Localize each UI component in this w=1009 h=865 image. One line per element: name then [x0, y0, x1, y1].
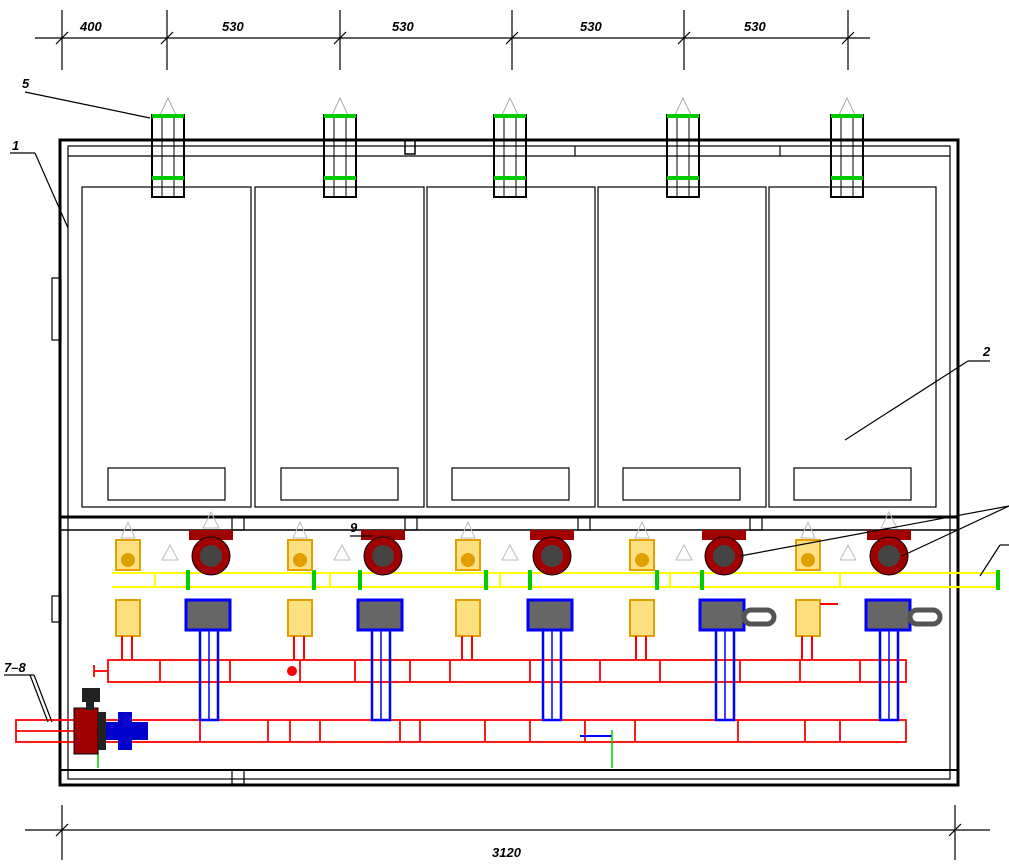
callout-label-7-8: 7–8 — [4, 660, 26, 675]
flue-unit-3 — [493, 96, 527, 198]
boiler-panel-2 — [254, 186, 425, 508]
boiler-piping-group-5 — [795, 510, 943, 722]
flue-unit-5 — [830, 96, 864, 198]
gas-manifold — [112, 572, 1000, 588]
flue-unit-1 — [151, 96, 185, 198]
callout-label-9: 9 — [350, 520, 358, 535]
boiler-panels — [81, 186, 937, 508]
flue-units — [151, 96, 864, 198]
boiler-panel-4 — [597, 186, 767, 508]
callout-label-5: 5 — [22, 76, 30, 91]
bottom-dimension — [25, 805, 990, 860]
top-dimension-chain — [35, 10, 870, 70]
gas-manifold-flanges — [186, 570, 1000, 590]
return-header-markers — [97, 730, 613, 768]
main-circulation-pump — [73, 688, 148, 755]
boiler-panel-3 — [426, 186, 596, 508]
boiler-piping-group-2 — [287, 520, 405, 722]
boiler-piping-group-3 — [455, 520, 574, 722]
overall-length-label: 3120 — [492, 845, 522, 860]
return-header — [15, 719, 907, 743]
dimension-label-3: 530 — [392, 19, 414, 34]
boiler-piping-group-4 — [629, 520, 777, 722]
callout-label-2: 2 — [982, 344, 991, 359]
flue-unit-2 — [323, 96, 357, 198]
dimension-label-2: 530 — [222, 19, 244, 34]
dimension-label-4: 530 — [580, 19, 602, 34]
boiler-panel-5 — [768, 186, 937, 508]
callout-label-1: 1 — [12, 138, 19, 153]
container-frame — [51, 138, 960, 787]
boiler-panel-1 — [81, 186, 252, 508]
flue-unit-4 — [666, 96, 700, 198]
boiler-piping-group-1 — [115, 510, 233, 722]
dimension-label-5: 530 — [744, 19, 766, 34]
callout-leaders — [4, 91, 1009, 723]
supply-header — [93, 659, 907, 683]
supply-tap-icon — [287, 666, 297, 676]
dimension-label-1: 400 — [79, 19, 102, 34]
